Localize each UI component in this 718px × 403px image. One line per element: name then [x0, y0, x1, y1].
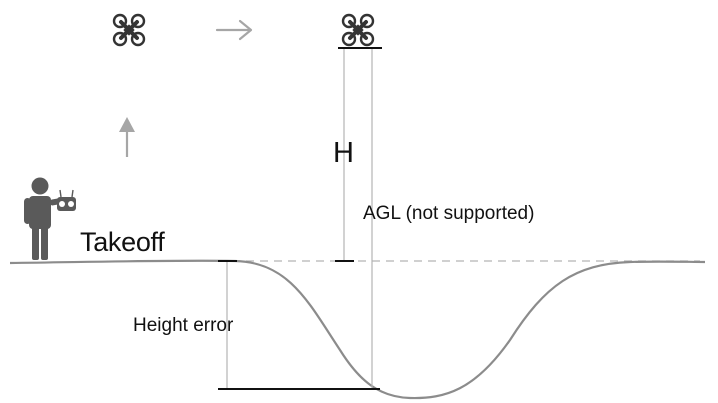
height-label: H	[333, 137, 354, 169]
remote-controller-icon	[57, 189, 76, 211]
takeoff-label: Takeoff	[80, 227, 165, 257]
quadcopter-drone-icon	[341, 13, 375, 47]
arrow-right-icon	[215, 19, 253, 41]
arrow-up-icon	[119, 117, 135, 157]
height-error-label: Height error	[133, 315, 234, 336]
quadcopter-drone-icon	[112, 13, 146, 47]
agl-label: AGL (not supported)	[363, 203, 535, 224]
terrain-profile	[9, 259, 706, 400]
pilot-with-remote-controller-icon	[24, 177, 76, 260]
